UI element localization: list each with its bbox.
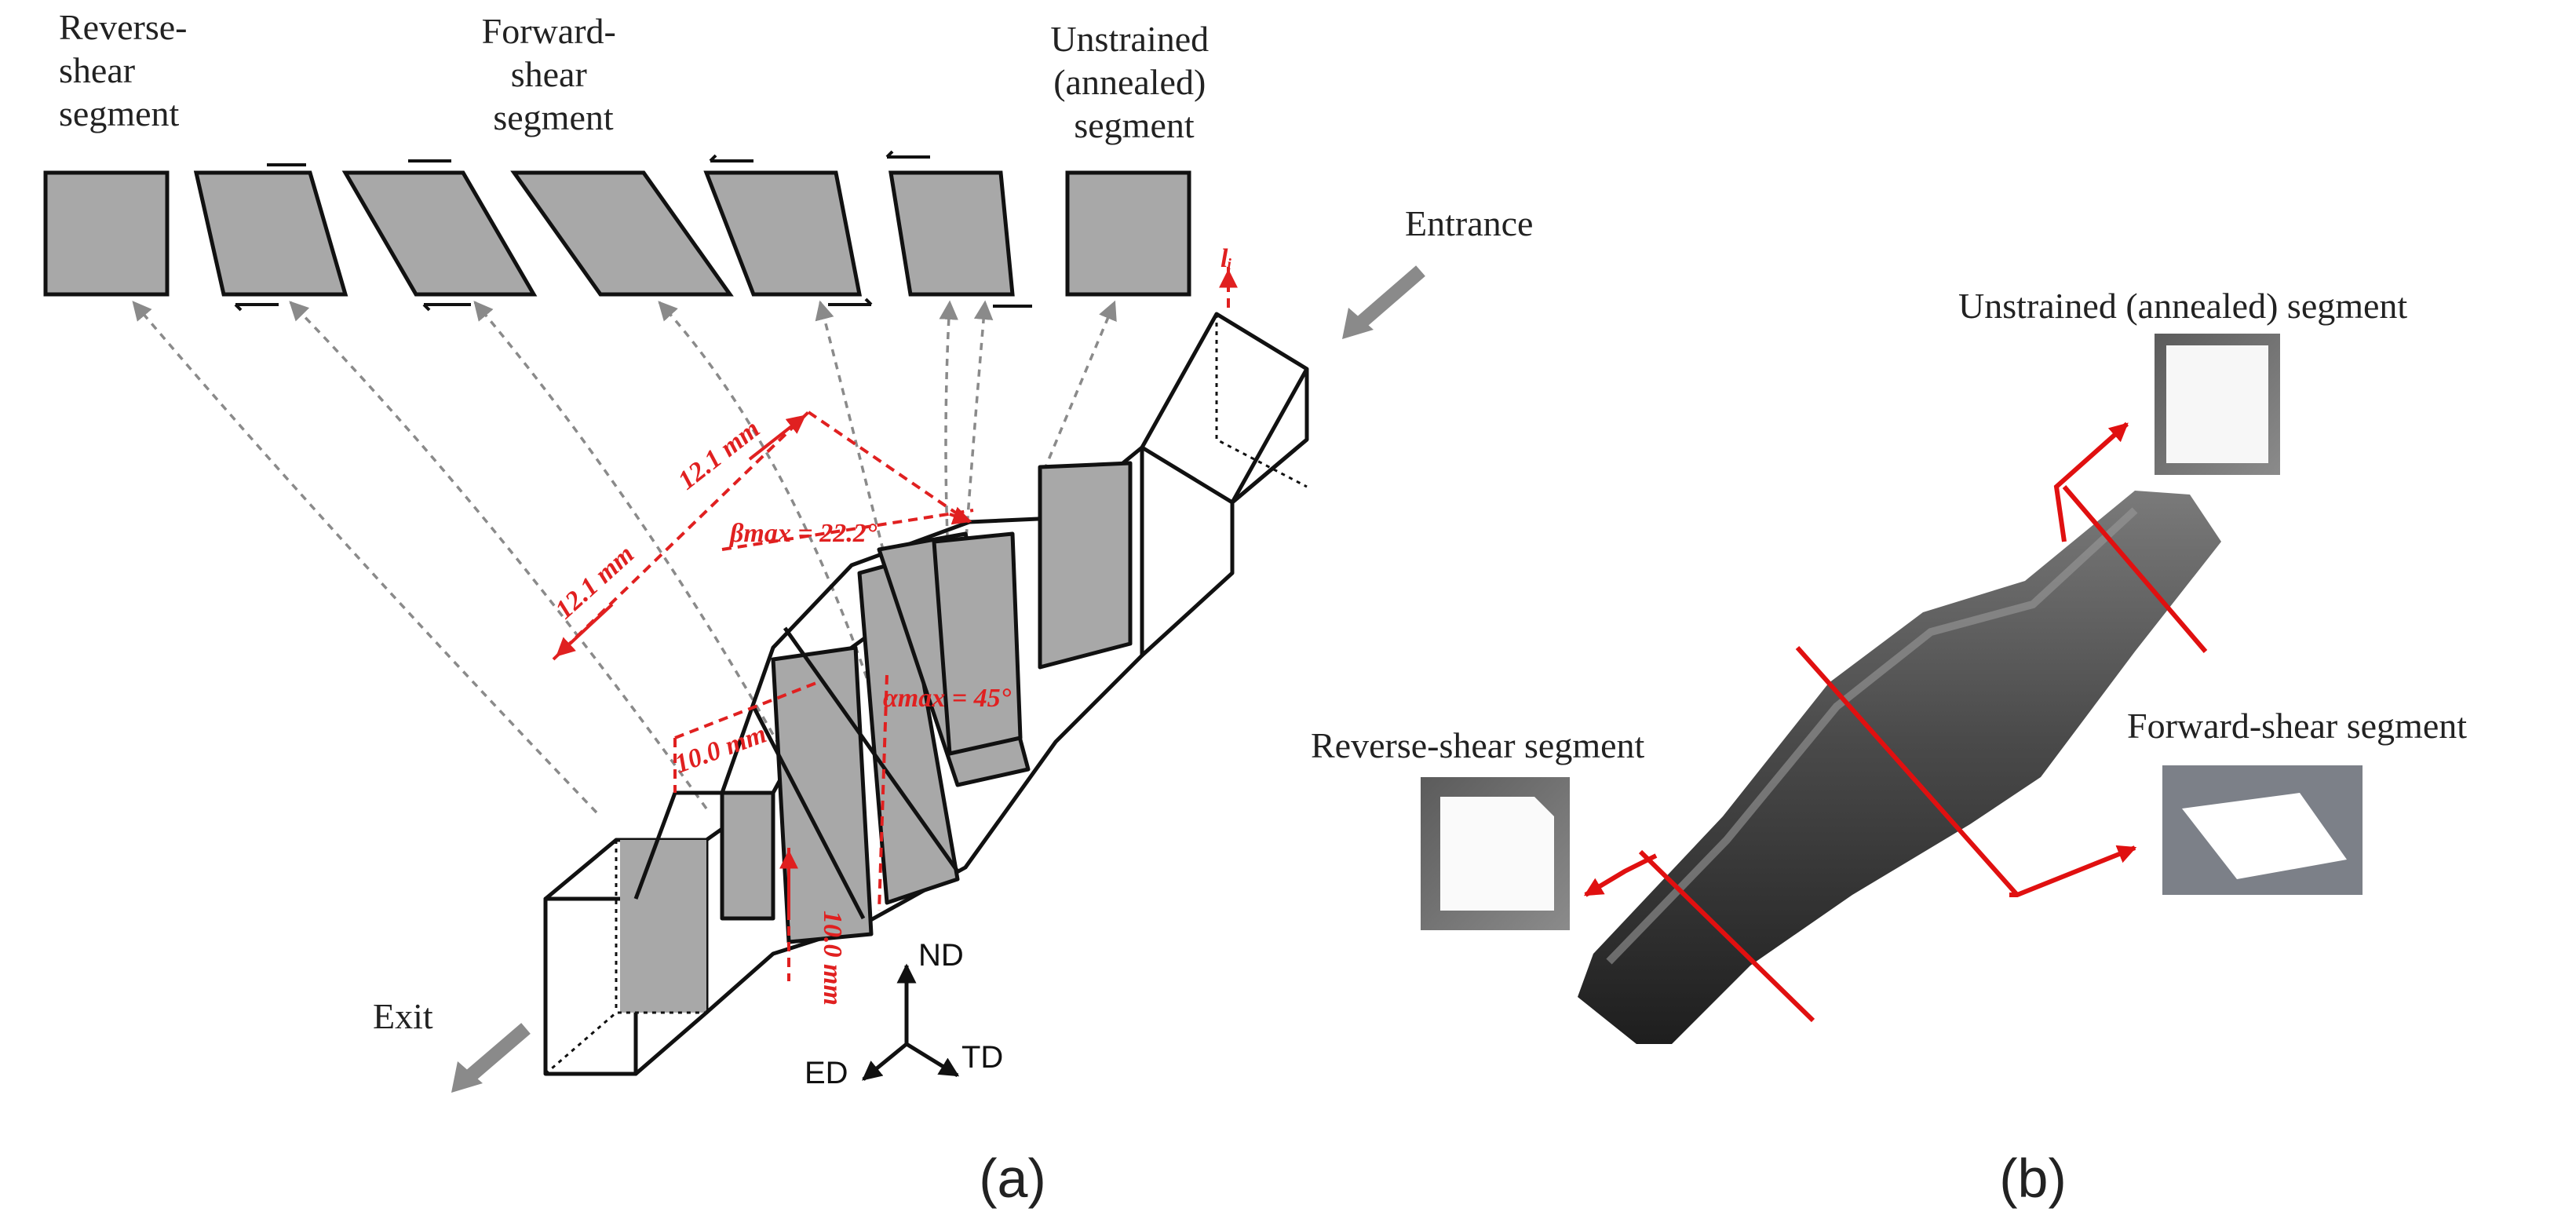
entrance-arrow: [1357, 265, 1425, 327]
dim-12-1-upper: 12.1 mm: [673, 414, 765, 496]
axis-td-label: TD: [961, 1040, 1003, 1075]
entrance-label: Entrance: [1405, 203, 1533, 243]
arrow-to-reverse: [1583, 853, 1658, 897]
entrance-arrow-head: [1342, 308, 1374, 339]
label-reverse-line2: shear: [59, 50, 135, 90]
angle-alpha: αmax = 45°: [883, 684, 1012, 713]
coordinate-axes: [862, 963, 960, 1081]
axis-ed-label: ED: [805, 1056, 848, 1090]
label-unstrained-b: Unstrained (annealed) segment: [1958, 286, 2407, 326]
label-reverse-line1: Reverse-: [59, 7, 187, 47]
exit-label: Exit: [373, 996, 433, 1036]
segment-shapes: [43, 170, 1191, 297]
segment-forward-partial-2: [703, 170, 863, 297]
label-reverse-b: Reverse-shear segment: [1311, 725, 1645, 765]
dimension-lines: [552, 267, 1230, 981]
label-reverse-line3: segment: [59, 93, 180, 133]
label-forward-line3: segment: [493, 97, 614, 137]
dim-12-1-left: 12.1 mm: [550, 540, 640, 625]
dim-10-0-vertical: 10.0 mm: [818, 911, 847, 1006]
segment-unstrained: [1065, 170, 1191, 297]
dimension-arrowheads: [556, 268, 1238, 911]
dim-10-0-horizontal: 10.0 mm: [671, 719, 770, 779]
label-unstrained: Unstrained (annealed) segment: [1050, 19, 1217, 145]
segment-forward-partial-1: [341, 170, 538, 297]
photo-unstrained: [2155, 334, 2280, 475]
label-forward-b: Forward-shear segment: [2127, 706, 2467, 746]
label-forward-line1: Forward-: [482, 11, 616, 51]
cut-arrows: [1583, 422, 2137, 897]
exit-arrow-head: [451, 1061, 483, 1093]
sample-highlight: [1606, 507, 2138, 965]
caption-a: (a): [979, 1148, 1046, 1209]
label-unstrained-line2: (annealed): [1053, 62, 1206, 102]
panel-b: Unstrained (annealed) segment Reverse-sh…: [1311, 286, 2467, 1209]
length-symbol: lᵢ: [1220, 244, 1232, 273]
photo-reverse: [1421, 777, 1570, 930]
photo-forward: [2162, 765, 2363, 895]
arrow-to-forward: [2009, 845, 2137, 897]
label-reverse-shear: Reverse- shear segment: [59, 7, 196, 133]
angle-beta: βmax = 22.2°: [728, 519, 878, 548]
panel-a: Reverse- shear segment Forward- shear se…: [43, 7, 1533, 1209]
segment-reverse-partial-2: [888, 170, 1015, 297]
segment-forward-full: [510, 170, 734, 297]
label-forward-shear: Forward- shear segment: [482, 11, 626, 137]
segment-reverse-partial: [193, 170, 348, 297]
axis-td: [905, 1042, 960, 1078]
cut-line-reverse: [1638, 849, 1815, 1023]
label-forward-line2: shear: [511, 54, 587, 94]
die-hidden-edges: [545, 314, 1308, 1075]
label-unstrained-line3: segment: [1074, 105, 1195, 145]
shear-direction-arrows: [234, 150, 1032, 312]
axis-ed: [862, 1042, 908, 1081]
segment-reverse-full: [43, 170, 170, 297]
sample-body: [1578, 491, 2221, 1044]
sample-bar: [1578, 491, 2221, 1044]
cut-lines: [1638, 485, 2208, 1023]
axis-nd-label: ND: [918, 938, 964, 973]
label-unstrained-line1: Unstrained: [1050, 19, 1209, 59]
die-3d-drawing: [543, 312, 1309, 1076]
arrow-to-unstrained: [2053, 422, 2129, 542]
exit-arrow: [466, 1023, 531, 1081]
caption-b: (b): [1999, 1148, 2067, 1209]
cut-line-unstrained: [2062, 485, 2208, 653]
cut-line-forward: [1795, 646, 2020, 896]
